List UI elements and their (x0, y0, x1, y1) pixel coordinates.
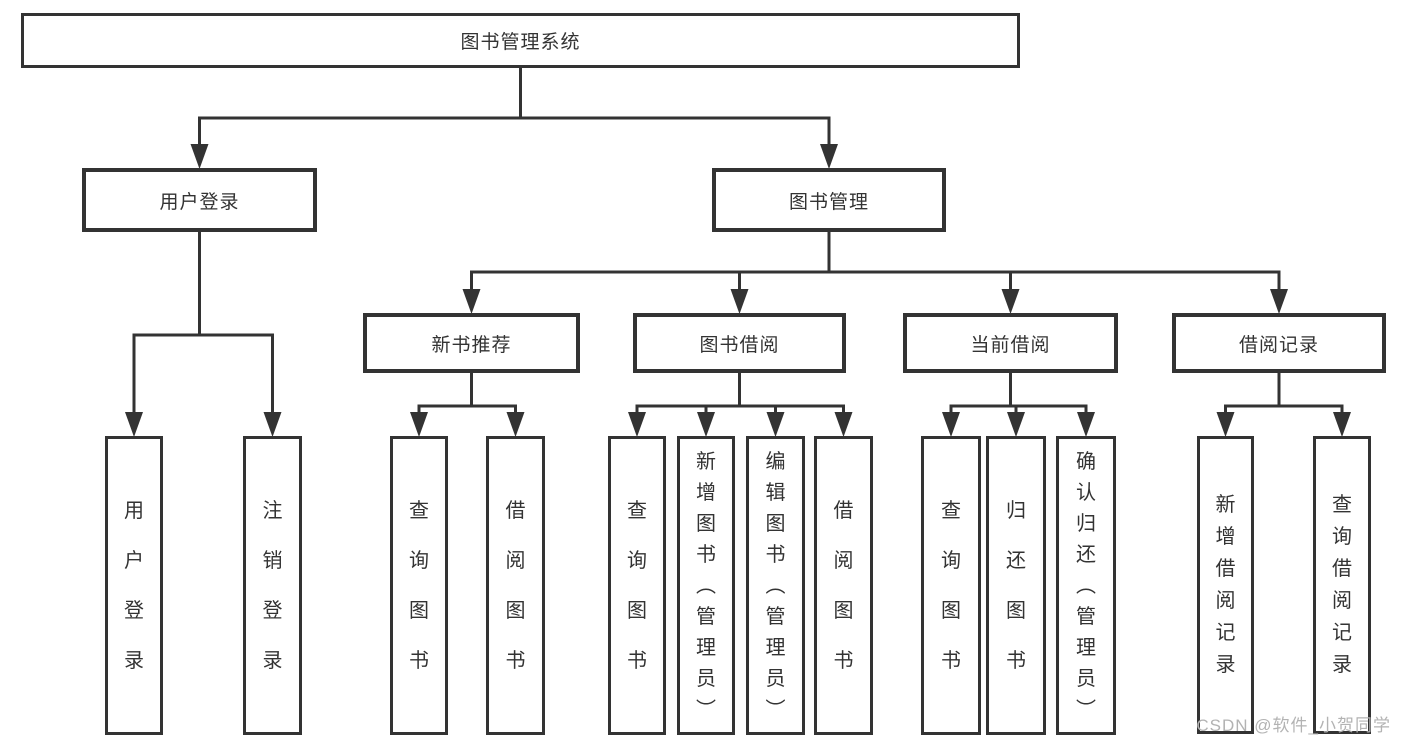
node-label: 用户登录 (124, 499, 144, 672)
node-leaf-query-book-3: 查询图书 (921, 436, 981, 735)
node-label: 用户登录 (159, 191, 240, 213)
node-user-login: 用户登录 (82, 168, 317, 232)
node-label: 确认归还︵管理员︶ (1076, 450, 1096, 721)
csdn-watermark: CSDN @软件_小贺同学 (1196, 716, 1391, 735)
node-book-borrow: 图书借阅 (633, 313, 846, 373)
node-leaf-add-book: 新增图书︵管理员︶ (677, 436, 735, 735)
arrowhead-icon (1007, 412, 1025, 437)
arrowhead-icon (697, 412, 715, 437)
node-label: 图书管理 (788, 191, 869, 213)
node-label: 图书管理系统 (460, 32, 581, 53)
arrowhead-icon (820, 144, 838, 169)
arrowhead-icon (730, 289, 749, 314)
node-label: 查询图书 (409, 499, 429, 672)
node-label: 编辑图书︵管理员︶ (765, 450, 786, 721)
node-root: 图书管理系统 (21, 13, 1020, 68)
node-leaf-add-borrow-record: 新增借阅记录 (1197, 436, 1254, 734)
node-leaf-confirm-return: 确认归还︵管理员︶ (1056, 436, 1116, 735)
node-leaf-logout: 注销登录 (243, 436, 302, 735)
node-label: 借阅记录 (1238, 334, 1319, 356)
node-leaf-query-book-2: 查询图书 (608, 436, 666, 735)
node-leaf-query-borrow-record: 查询借阅记录 (1313, 436, 1371, 734)
node-leaf-edit-book: 编辑图书︵管理员︶ (746, 436, 805, 735)
node-current-borrow: 当前借阅 (903, 313, 1118, 373)
node-leaf-borrow-book-1: 借阅图书 (486, 436, 545, 735)
arrowhead-icon (1270, 289, 1288, 314)
arrowhead-icon (462, 289, 481, 314)
node-label: 借阅图书 (505, 499, 526, 672)
node-leaf-query-book-1: 查询图书 (390, 436, 448, 735)
arrowhead-icon (766, 412, 785, 437)
node-label: 新书推荐 (431, 334, 512, 356)
node-label: 查询图书 (941, 499, 961, 672)
arrowhead-icon (1216, 412, 1235, 437)
node-leaf-return-book: 归还图书 (986, 436, 1046, 735)
node-label: 归还图书 (1006, 499, 1026, 672)
node-leaf-user-login: 用户登录 (105, 436, 163, 735)
arrowhead-icon (834, 412, 853, 437)
arrowhead-icon (506, 412, 525, 437)
node-label: 当前借阅 (970, 334, 1051, 356)
node-label: 借阅图书 (833, 499, 854, 672)
arrowhead-icon (1077, 412, 1095, 437)
arrowhead-icon (942, 412, 960, 437)
node-label: 新增借阅记录 (1215, 494, 1236, 676)
node-label: 注销登录 (262, 499, 283, 672)
node-book-mgmt: 图书管理 (712, 168, 946, 232)
node-label: 查询借阅记录 (1332, 494, 1352, 676)
node-label: 图书借阅 (699, 334, 780, 356)
arrowhead-icon (410, 412, 428, 437)
node-leaf-borrow-book-2: 借阅图书 (814, 436, 873, 735)
node-label: 查询图书 (627, 499, 647, 672)
node-borrow-record: 借阅记录 (1172, 313, 1386, 373)
arrowhead-icon (125, 412, 143, 437)
node-label: 新增图书︵管理员︶ (696, 450, 716, 721)
arrowhead-icon (190, 144, 209, 169)
arrowhead-icon (1001, 289, 1020, 314)
node-new-book-rec: 新书推荐 (363, 313, 580, 373)
arrowhead-icon (1333, 412, 1351, 437)
arrowhead-icon (628, 412, 646, 437)
arrowhead-icon (263, 412, 282, 437)
